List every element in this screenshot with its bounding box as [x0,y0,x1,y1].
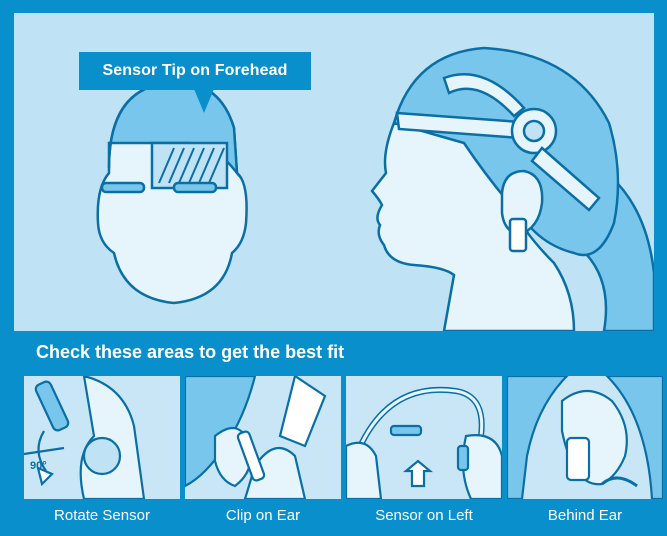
sensor-on-left-illustration [346,376,502,499]
caption-behind-ear: Behind Ear [507,507,663,524]
panel-sensor-on-left [346,376,502,499]
front-face [98,83,247,303]
hero-illustration: Sensor Tip on Forehead [14,13,654,331]
caption-sensor-on-left: Sensor on Left [346,507,502,524]
clip-on-ear-illustration [185,376,341,499]
panel-clip-on-ear [185,376,341,499]
caption-rotate-sensor: Rotate Sensor [24,507,180,524]
section-title: Check these areas to get the best fit [36,342,344,363]
caption-clip-on-ear: Clip on Ear [185,507,341,524]
rotate-sensor-illustration [24,376,180,499]
profile-head [372,48,654,331]
behind-ear-illustration [507,376,663,499]
panel-rotate-sensor: 90° [24,376,180,499]
angle-label: 90° [30,460,47,472]
panel-behind-ear [507,376,663,499]
sensor-tip-callout: Sensor Tip on Forehead [79,52,311,90]
